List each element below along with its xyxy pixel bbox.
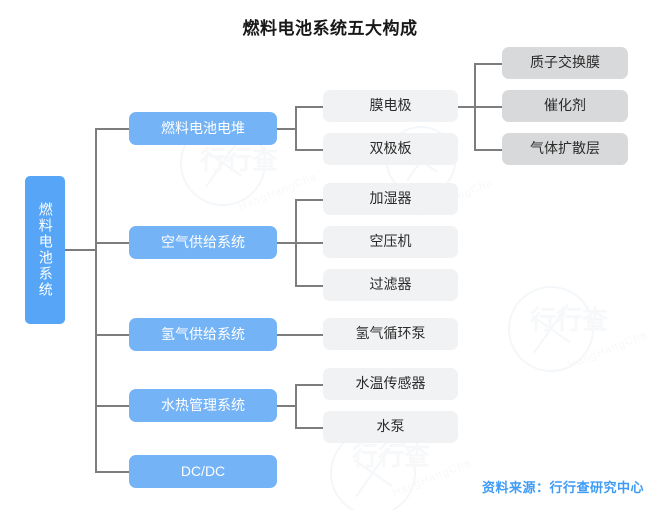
node-bipolar-plate[interactable]: 双极板 <box>323 133 458 165</box>
node-fuel-cell-stack[interactable]: 燃料电池电堆 <box>129 112 277 145</box>
connector-stub-stack <box>277 128 297 130</box>
connector-branch-pem <box>474 63 502 65</box>
connector-branch-temp-sensor <box>295 384 323 386</box>
node-water-temperature-sensor[interactable]: 水温传感器 <box>323 368 458 400</box>
node-catalyst[interactable]: 催化剂 <box>502 90 628 122</box>
node-humidifier[interactable]: 加湿器 <box>323 183 458 215</box>
connector-branch-compressor <box>295 242 323 244</box>
connector-trunk-stack <box>295 106 297 150</box>
connector-branch-l2-5 <box>95 471 129 473</box>
node-water-pump[interactable]: 水泵 <box>323 411 458 443</box>
node-membrane-electrode-assembly[interactable]: 膜电极 <box>323 90 458 122</box>
connector-branch-l2-2 <box>95 242 129 244</box>
node-hydrogen-supply-system[interactable]: 氢气供给系统 <box>129 318 277 351</box>
watermark-cn-text: 行行查 <box>200 145 279 175</box>
node-gas-diffusion-layer[interactable]: 气体扩散层 <box>502 133 628 165</box>
watermark-en-text: HangHangCha <box>390 456 473 500</box>
connector-branch-l2-1 <box>95 128 129 130</box>
watermark-cn-text: 行行查 <box>530 305 609 335</box>
node-proton-exchange-membrane[interactable]: 质子交换膜 <box>502 47 628 79</box>
watermark-en-text: HangHangCha <box>566 328 649 372</box>
node-thermal-management-system[interactable]: 水热管理系统 <box>129 389 277 422</box>
connector-branch-l2-3 <box>95 334 129 336</box>
connector-branch-gdl <box>474 149 502 151</box>
connector-stub-air <box>277 242 297 244</box>
watermark-logo-icon <box>508 286 594 372</box>
node-air-filter[interactable]: 过滤器 <box>323 269 458 301</box>
connector-branch-catalyst <box>474 106 502 108</box>
node-air-supply-system[interactable]: 空气供给系统 <box>129 226 277 259</box>
connector-branch-humidifier <box>295 199 323 201</box>
connector-root-stub <box>65 249 97 251</box>
connector-branch-water-pump <box>295 427 323 429</box>
source-note: 资料来源：行行查研究中心 <box>481 480 644 495</box>
connector-stub-hydrogen <box>277 334 323 336</box>
connector-branch-filter <box>295 285 323 287</box>
node-hydrogen-recirculation-pump[interactable]: 氢气循环泵 <box>323 318 458 350</box>
connector-level2-trunk <box>95 128 97 473</box>
watermark-en-text: HangHangCha <box>236 170 319 214</box>
connector-branch-bipolar <box>295 149 323 151</box>
connector-branch-mea <box>295 106 323 108</box>
page-title: 燃料电池系统五大构成 <box>242 19 418 38</box>
node-dcdc-converter[interactable]: DC/DC <box>129 455 277 488</box>
connector-branch-l2-4 <box>95 405 129 407</box>
node-root-fuel-cell-system[interactable]: 燃料电池系统 <box>25 176 65 324</box>
connector-stub-mea <box>458 106 476 108</box>
connector-trunk-thermal <box>295 384 297 428</box>
connector-stub-thermal <box>277 405 297 407</box>
node-air-compressor[interactable]: 空压机 <box>323 226 458 258</box>
